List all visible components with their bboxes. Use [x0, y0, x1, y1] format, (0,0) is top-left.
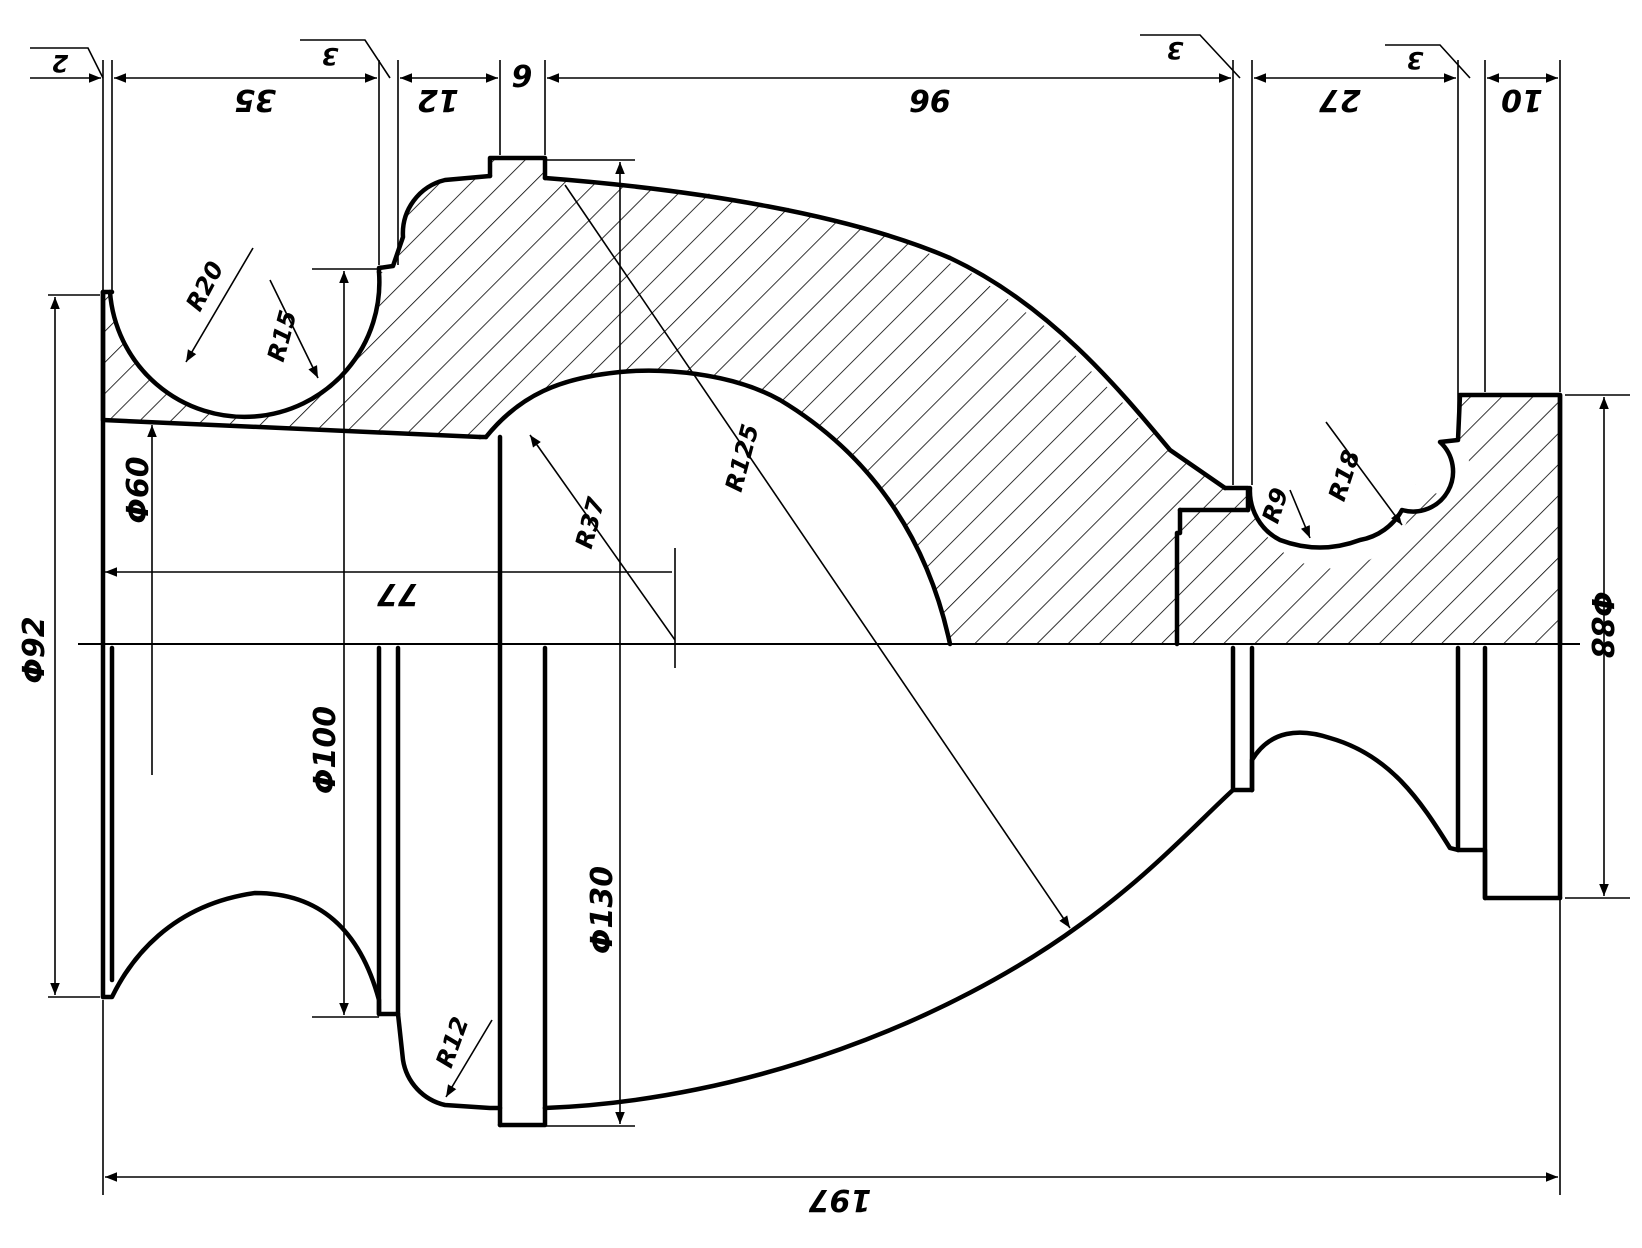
right-section — [1177, 395, 1560, 644]
dia-88: Φ88 — [1584, 591, 1619, 658]
dim-6: 6 — [512, 57, 533, 92]
dia-130: Φ130 — [585, 866, 620, 954]
dim-197: 197 — [809, 1182, 872, 1217]
dimension-lines — [30, 34, 1630, 1195]
part-outline — [78, 155, 1580, 1128]
dim-10: 10 — [1501, 82, 1543, 117]
dim-27: 27 — [1319, 82, 1361, 117]
dim-77: 77 — [377, 576, 419, 611]
dia-100: Φ100 — [308, 706, 343, 794]
dim-chamfer-left: 2 — [52, 49, 69, 77]
dia-60: Φ60 — [121, 456, 156, 523]
dim-35: 35 — [234, 82, 276, 117]
rad-12: R12 — [430, 1013, 474, 1071]
dim-chamfer-3c: 3 — [1407, 46, 1424, 74]
dia-92: Φ92 — [17, 616, 52, 683]
hatched-section — [103, 140, 1560, 644]
dim-12: 12 — [417, 82, 459, 117]
dim-96: 96 — [909, 82, 951, 117]
left-section — [103, 158, 1230, 644]
dim-chamfer-3a: 3 — [322, 42, 339, 70]
dim-chamfer-3b: 3 — [1167, 36, 1184, 64]
